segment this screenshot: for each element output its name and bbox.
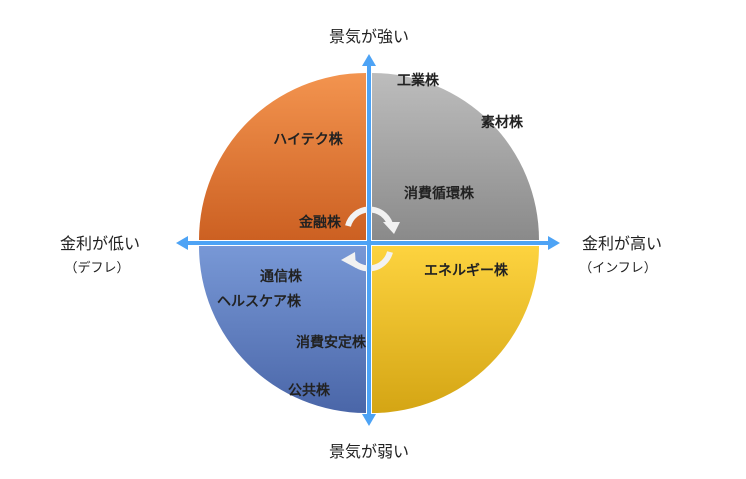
axis-label-bottom: 景気が弱い	[329, 442, 409, 461]
arrowhead-icon	[341, 252, 356, 268]
axis-label-top: 景気が強い	[329, 27, 409, 46]
axis-sublabel-left: （デフレ）	[64, 260, 129, 276]
sector-label: 金融株	[298, 214, 342, 231]
sector-label: 通信株	[260, 268, 303, 285]
axis-sublabel-right: （インフレ）	[579, 261, 657, 276]
sector-label: 工業株	[397, 72, 440, 89]
quadrant-top-left	[199, 73, 366, 240]
axis-label-left: 金利が低い	[60, 234, 140, 253]
arrow-left-icon	[176, 236, 188, 250]
axes	[184, 62, 552, 418]
quadrant-bottom-right	[372, 246, 539, 413]
arrowhead-icon	[383, 222, 400, 234]
arrow-right-icon	[548, 236, 560, 250]
sector-label: 消費安定株	[296, 334, 367, 351]
axis-label-right: 金利が高い	[582, 234, 662, 253]
arrow-up-icon	[362, 54, 376, 66]
sector-label: ハイテク株	[273, 131, 343, 148]
sector-label: エネルギー株	[424, 262, 509, 279]
quadrant-top-right	[372, 73, 539, 240]
sector-label: 素材株	[481, 114, 524, 131]
sector-label: 消費循環株	[404, 185, 475, 202]
quadrant-bottom-left	[199, 246, 366, 413]
sector-label: ヘルスケア株	[217, 293, 302, 310]
arrow-down-icon	[362, 414, 376, 426]
sector-label: 公共株	[288, 382, 331, 399]
